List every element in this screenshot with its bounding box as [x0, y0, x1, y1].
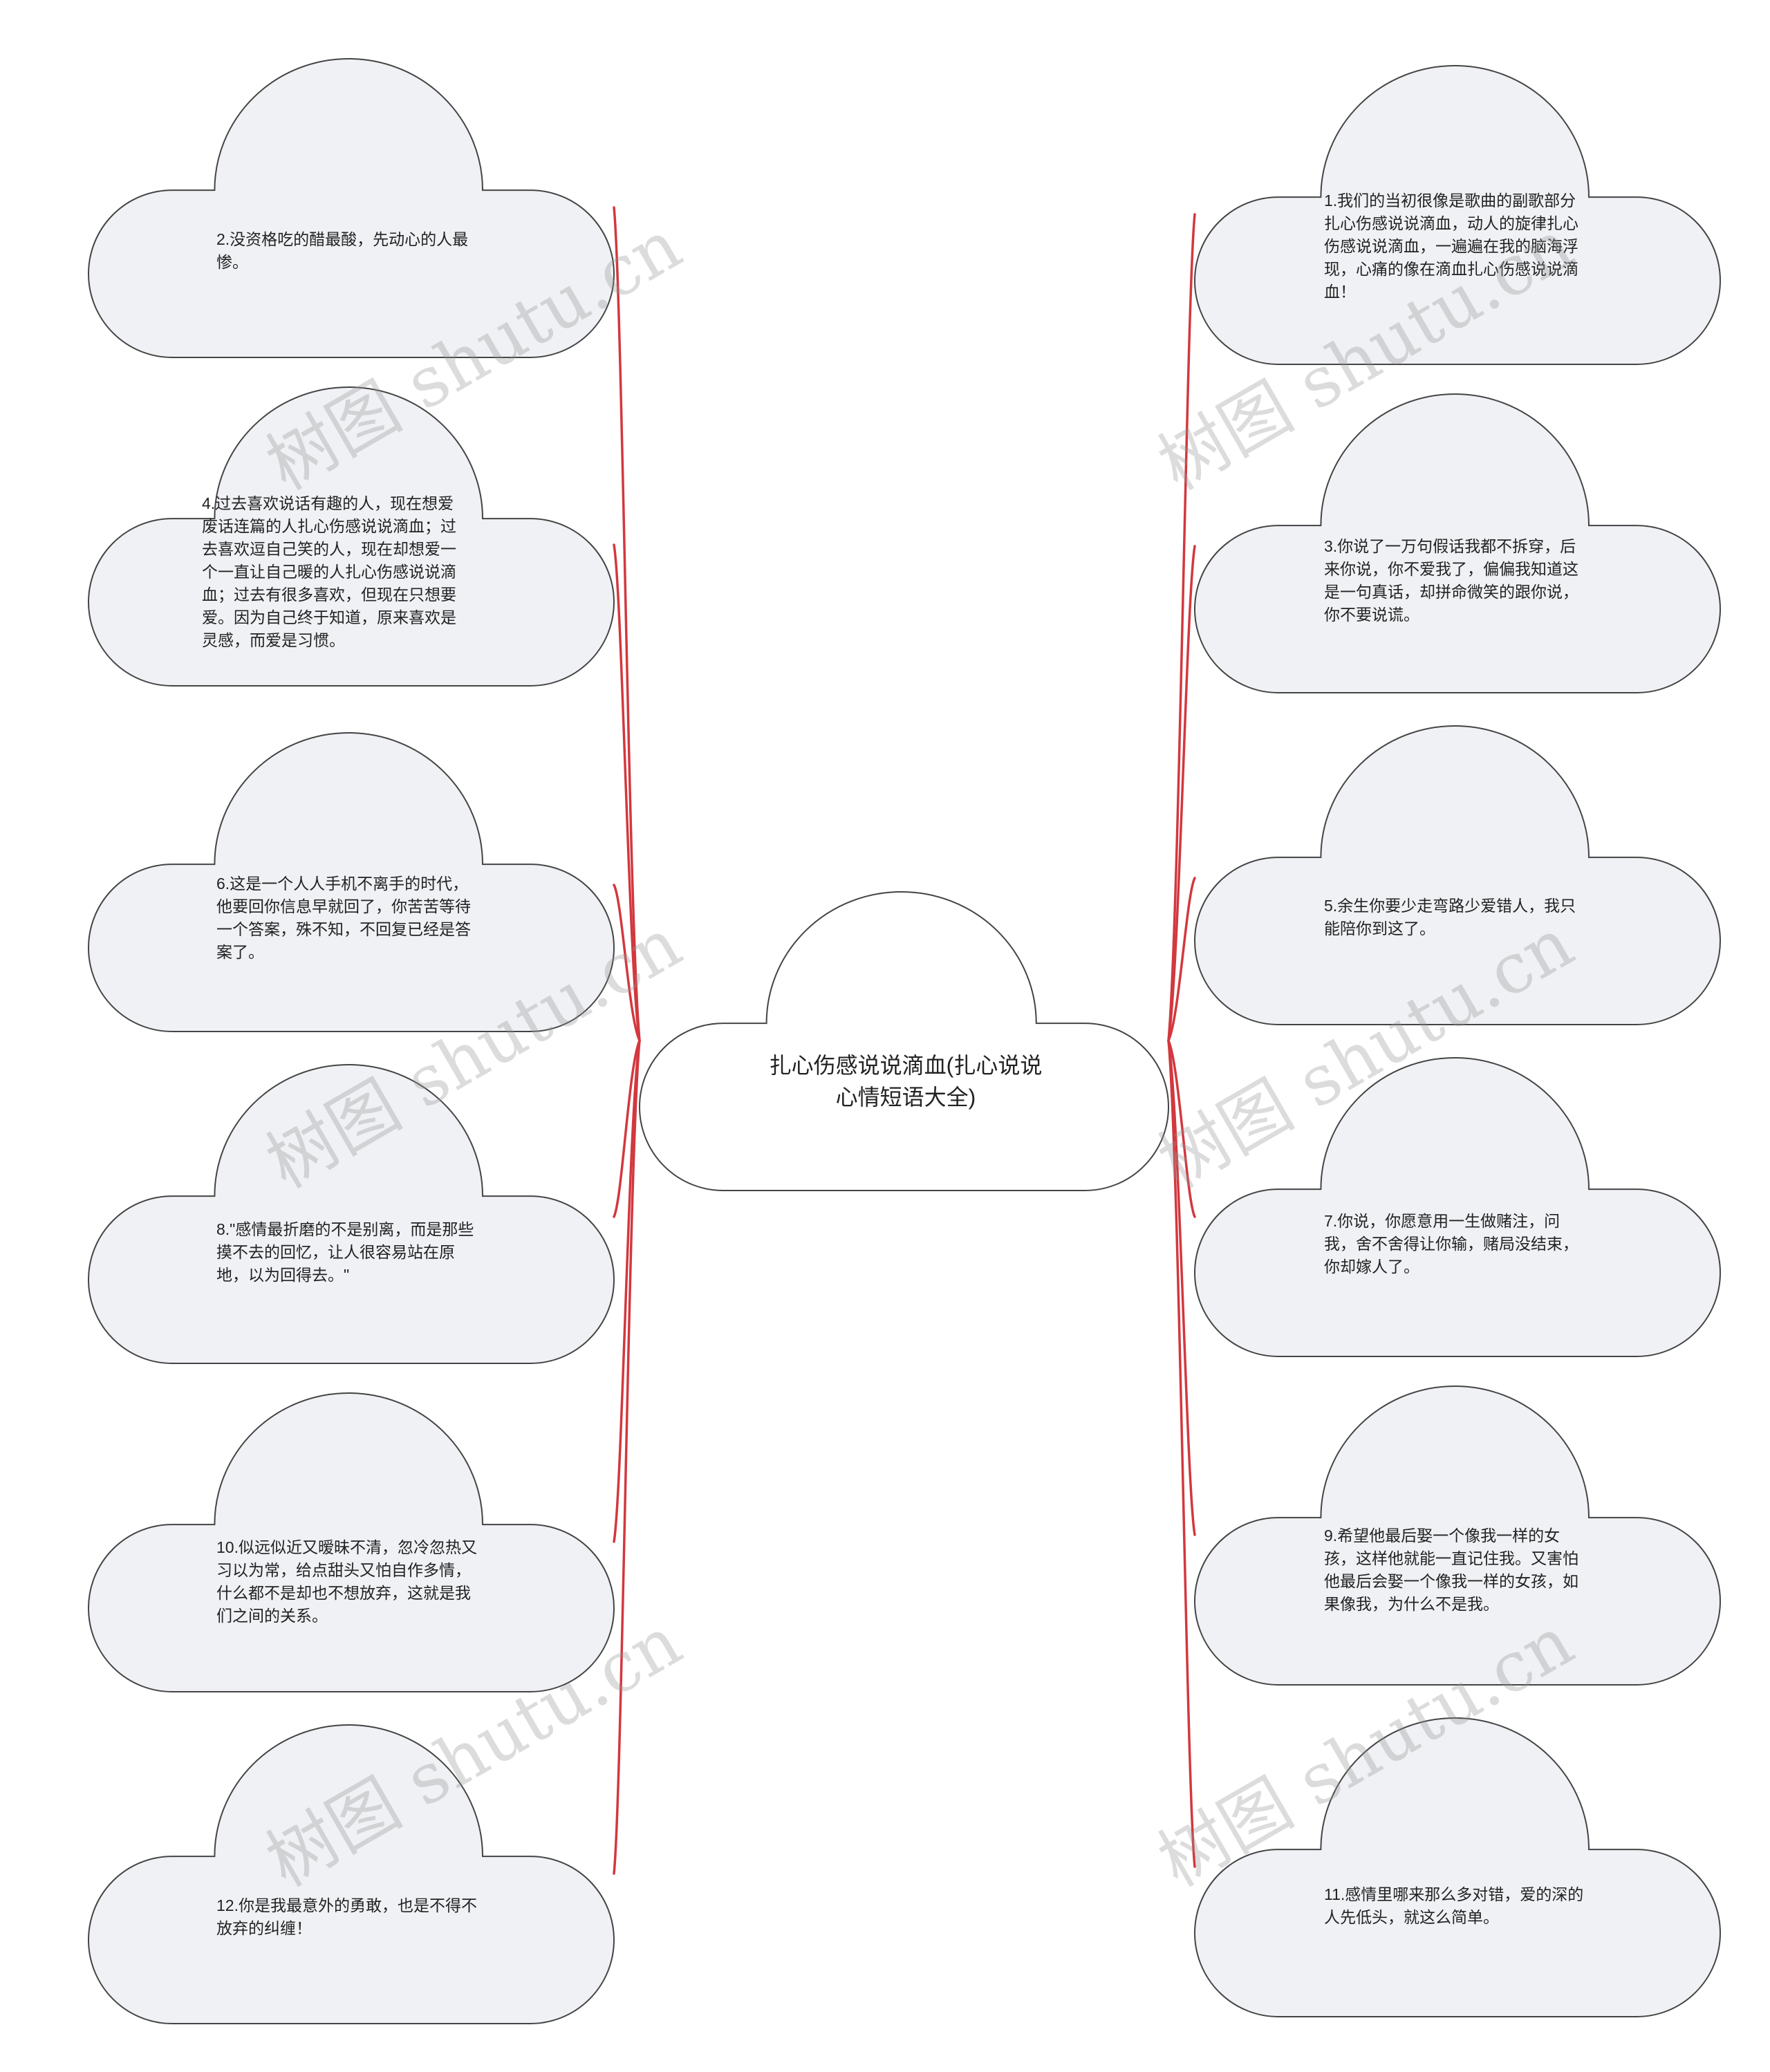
left-node-text-6[interactable]: 12.你是我最意外的勇敢，也是不得不放弃的纠缠！ — [216, 1896, 477, 1937]
center-cloud[interactable] — [638, 891, 1170, 1191]
left-node-text-2[interactable]: 4.过去喜欢说话有趣的人，现在想爱废话连篇的人扎心伤感说说滴血；过去喜欢逗自己笑… — [202, 494, 456, 649]
connector-lines — [613, 206, 1196, 1875]
cloud-shapes — [87, 58, 1722, 2024]
right-connector-4 — [1167, 1039, 1196, 1218]
right-connector-6 — [1167, 1039, 1196, 1868]
left-connector-3 — [613, 884, 641, 1042]
left-node-text-3[interactable]: 6.这是一个人人手机不离手的时代，他要回你信息早就回了，你苦苦等待一个答案，殊不… — [216, 875, 471, 961]
right-cloud-5[interactable] — [1193, 1385, 1722, 1686]
right-cloud-4[interactable] — [1193, 1057, 1722, 1357]
right-cloud-2[interactable] — [1193, 393, 1722, 693]
right-connector-5 — [1167, 1039, 1196, 1536]
left-cloud-1[interactable] — [87, 58, 615, 358]
right-connector-2 — [1167, 545, 1196, 1042]
left-cloud-4[interactable] — [87, 1064, 615, 1364]
right-connector-1 — [1167, 213, 1196, 1042]
right-cloud-3[interactable] — [1193, 725, 1722, 1025]
right-cloud-1[interactable] — [1193, 65, 1722, 365]
left-connector-2 — [613, 543, 641, 1042]
right-node-text-1[interactable]: 1.我们的当初很像是歌曲的副歌部分扎心伤感说说滴血，动人的旋律扎心伤感说说滴血，… — [1324, 192, 1578, 301]
left-cloud-5[interactable] — [87, 1392, 615, 1692]
center-node-title[interactable]: 扎心伤感说说滴血(扎心说说心情短语大全) — [769, 1053, 1043, 1110]
right-node-text-4[interactable]: 7.你说，你愿意用一生做赌注，问我，舍不舍得让你输，赌局没结束，你却嫁人了。 — [1324, 1212, 1578, 1276]
left-connector-4 — [613, 1039, 641, 1218]
right-cloud-6[interactable] — [1193, 1717, 1722, 2017]
left-connector-5 — [613, 1039, 641, 1543]
right-node-text-5[interactable]: 9.希望他最后娶一个像我一样的女孩，这样他就能一直记住我。又害怕他最后会娶一个像… — [1324, 1527, 1578, 1613]
right-connector-3 — [1167, 877, 1196, 1042]
left-node-text-4[interactable]: 8."感情最折磨的不是别离，而是那些摸不去的回忆，让人很容易站在原地，以为回得去… — [216, 1220, 474, 1284]
right-node-text-6[interactable]: 11.感情里哪来那么多对错，爱的深的人先低头，就这么简单。 — [1324, 1885, 1584, 1926]
left-cloud-3[interactable] — [87, 732, 615, 1032]
left-connector-1 — [613, 206, 641, 1042]
right-node-text-2[interactable]: 3.你说了一万句假话我都不拆穿，后来你说，你不爱我了，偏偏我知道这是一句真话，却… — [1324, 537, 1578, 624]
left-cloud-6[interactable] — [87, 1724, 615, 2024]
left-connector-6 — [613, 1039, 641, 1875]
left-node-text-5[interactable]: 10.似远似近又暧昧不清，忽冷忽热又习以为常，给点甜头又怕自作多情，什么都不是却… — [216, 1538, 477, 1625]
left-cloud-2[interactable] — [87, 386, 615, 687]
right-node-text-3[interactable]: 5.余生你要少走弯路少爱错人，我只能陪你到这了。 — [1324, 897, 1576, 937]
left-node-text-1[interactable]: 2.没资格吃的醋最酸，先动心的人最惨。 — [216, 230, 469, 271]
